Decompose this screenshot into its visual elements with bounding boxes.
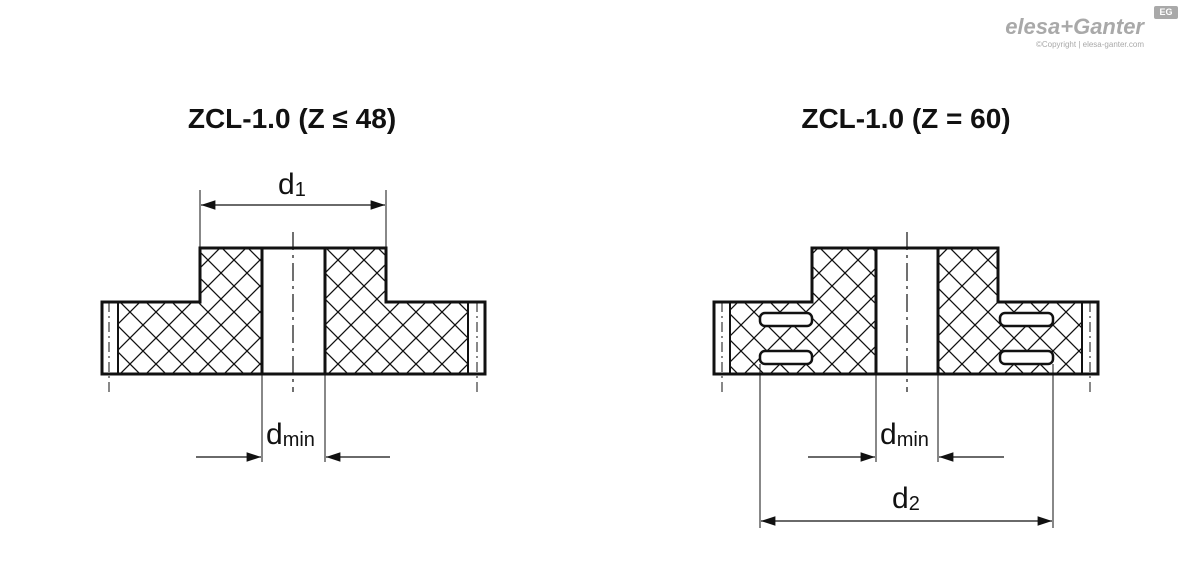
figure-2: ZCL-1.0 (Z = 60) — [712, 103, 1100, 528]
figure-1-d1-sub: 1 — [295, 179, 306, 201]
brand-badge: EG — [1154, 6, 1178, 19]
figure-1: ZCL-1.0 (Z ≤ 48) — [100, 103, 487, 462]
figure-2-dmin-sub: min — [897, 429, 929, 451]
figure-2-recesses — [758, 311, 1055, 366]
figure-2-d2-label: d — [892, 482, 909, 515]
figure-2-section-body — [712, 232, 1100, 392]
figure-2-dimension-dmin: dmin — [808, 374, 1004, 462]
figure-2-title: ZCL-1.0 (Z = 60) — [801, 103, 1010, 134]
figure-1-d1-label: d — [278, 168, 295, 201]
svg-text:d2: d2 — [892, 482, 920, 515]
figure-2-d2-sub: 2 — [909, 493, 920, 515]
figure-2-dimension-d2: d2 — [759, 364, 1054, 528]
svg-text:dmin: dmin — [880, 418, 929, 451]
brand-name: elesa+Ganter — [1005, 14, 1144, 39]
brand-logo: EG elesa+Ganter ©Copyright | elesa-gante… — [998, 6, 1178, 49]
figure-2-dmin-label: d — [880, 418, 897, 451]
brand-copyright: ©Copyright | elesa-ganter.com — [1035, 40, 1144, 49]
svg-text:d1: d1 — [278, 168, 306, 201]
figure-1-dimension-dmin: dmin — [196, 374, 390, 462]
svg-text:dmin: dmin — [266, 418, 315, 451]
figure-1-dimension-d1: d1 — [199, 168, 387, 248]
figure-1-dmin-label: d — [266, 418, 283, 451]
figure-1-title: ZCL-1.0 (Z ≤ 48) — [188, 103, 396, 134]
figure-1-section-body — [100, 232, 487, 392]
figure-1-dmin-sub: min — [283, 429, 315, 451]
